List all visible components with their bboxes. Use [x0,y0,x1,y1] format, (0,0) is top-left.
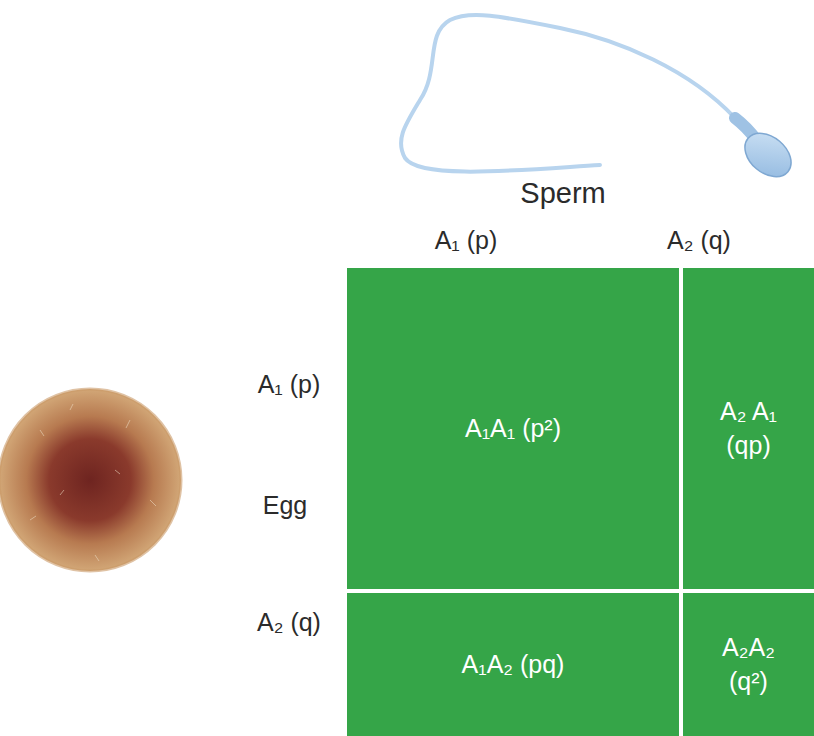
allele-label: A₁ (p) [435,226,498,255]
allele-label: A₂ (q) [667,226,731,255]
allele-label: A₁ (p) [258,370,321,399]
allele-label: A₂ (q) [257,608,321,637]
axis-title: Egg [263,491,307,520]
genotype-text: A₂A₂ (q²) [704,631,794,699]
genotype-text: A₁A₂ (pq) [462,648,565,682]
punnett-cell: A₁A₂ (pq) [347,593,679,736]
egg-cell [0,389,181,571]
punnett-cell: A₂A₂ (q²) [683,593,814,736]
punnett-cell: A₁A₁ (p²) [347,268,679,589]
punnett-cell: A₂ A₁ (qp) [683,268,814,589]
genotype-text: A₂ A₁ (qp) [704,395,794,463]
axis-title: Sperm [520,177,605,210]
sperm-cell [401,15,800,186]
genotype-text: A₁A₁ (p²) [465,412,561,446]
